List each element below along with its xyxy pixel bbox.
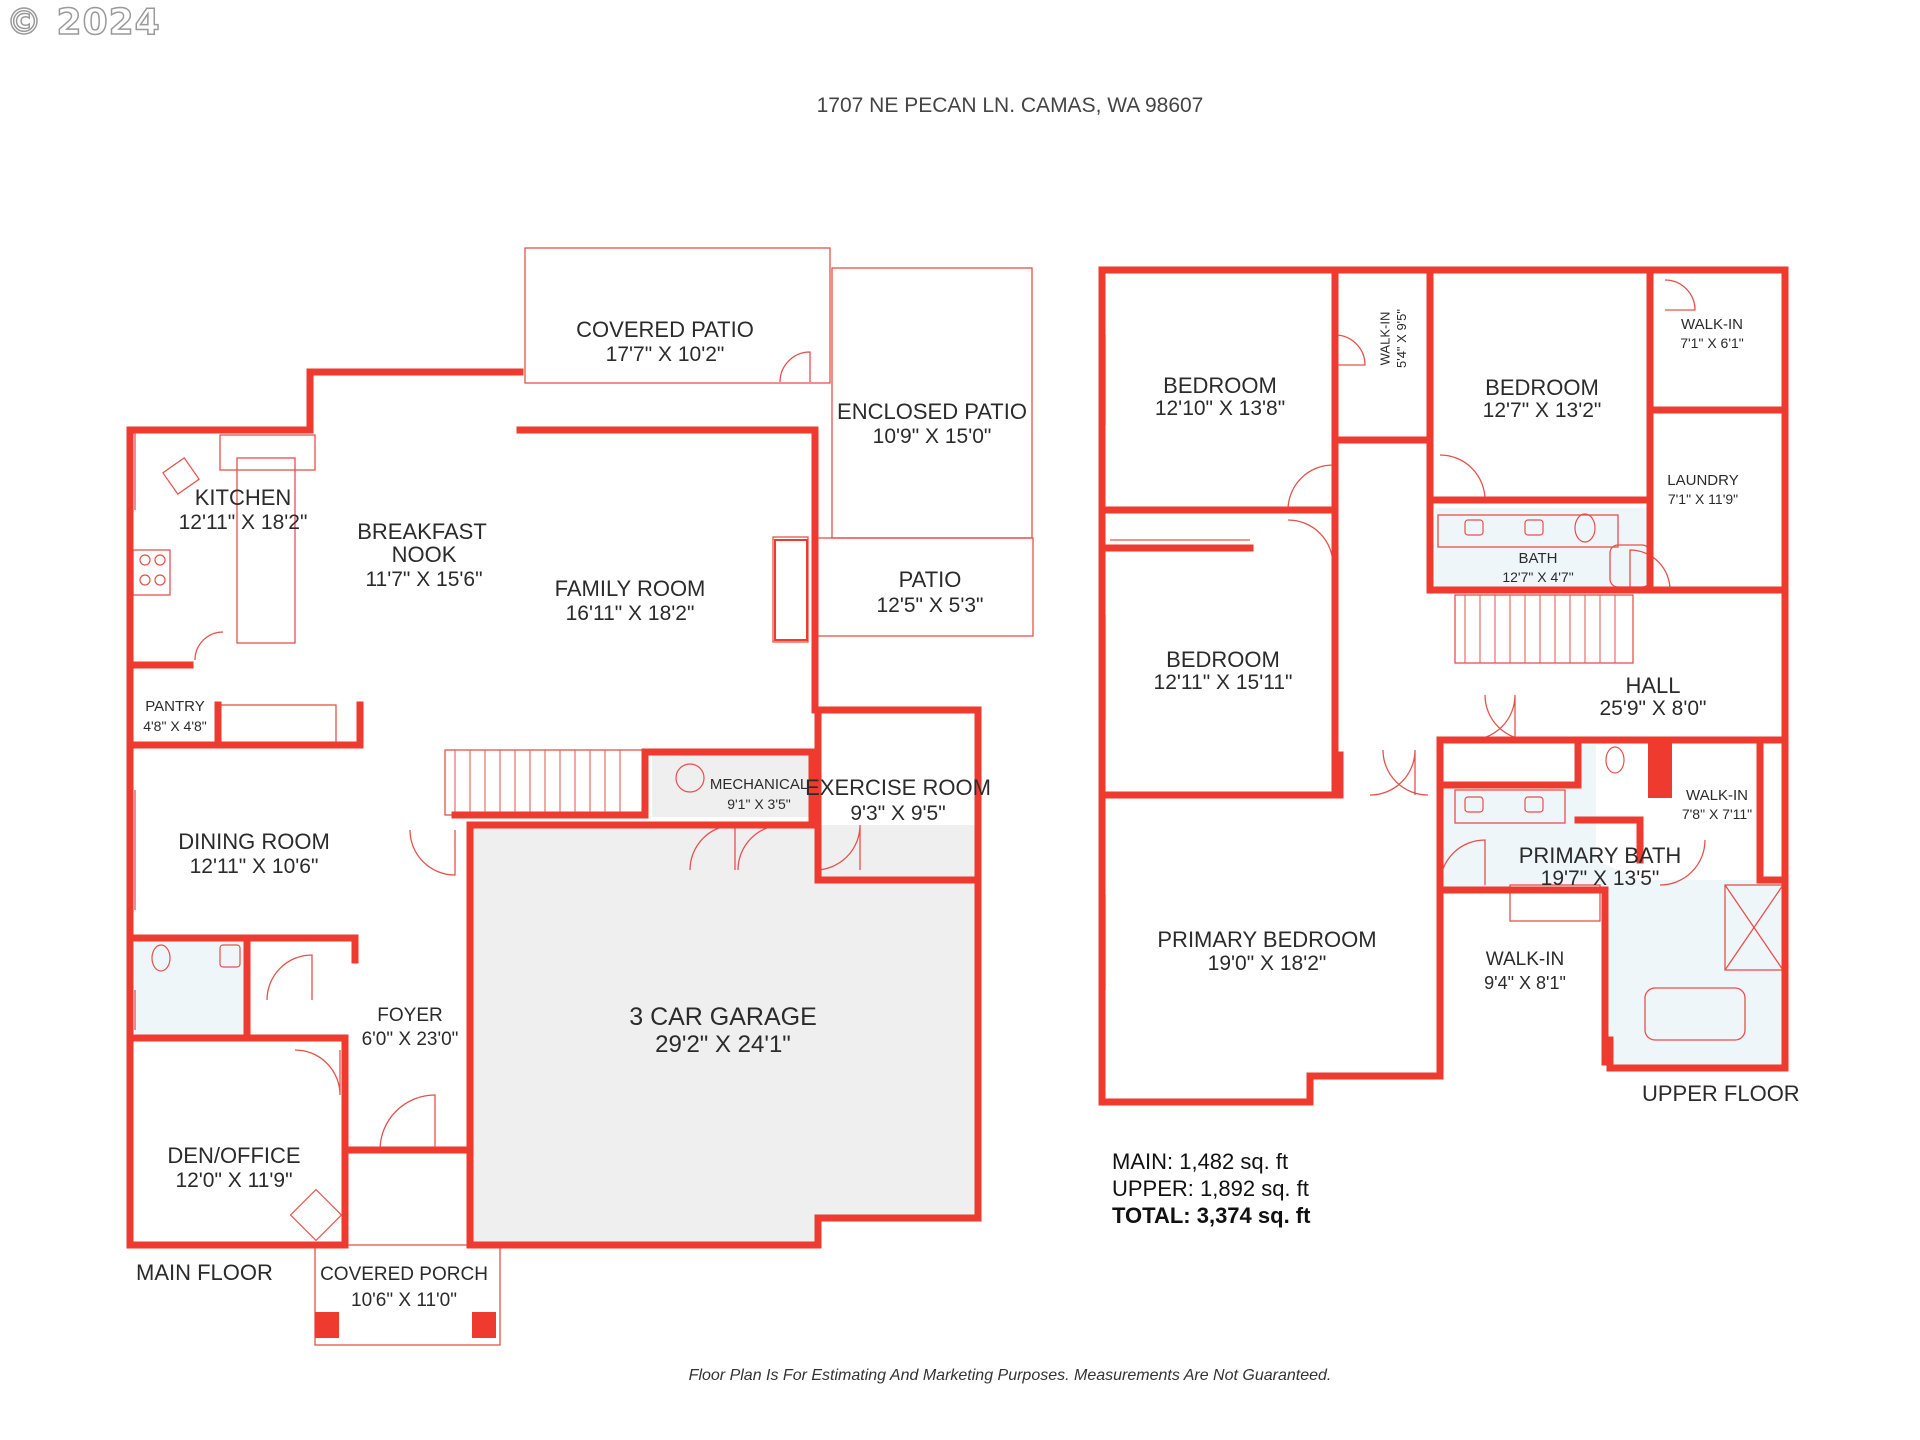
room-dims-walkin-2: 7'1" X 6'1": [1680, 335, 1744, 351]
room-dims-laundry: 7'1" X 11'9": [1667, 491, 1739, 507]
room-dims-bedroom-3: 12'11" X 15'11": [1153, 671, 1293, 694]
room-dims-primary-bedroom: 19'0" X 18'2": [1207, 952, 1327, 975]
garage-floor: [470, 825, 978, 1245]
room-dims-covered-porch: 10'6" X 11'0": [351, 1290, 457, 1311]
room-name-covered-porch: COVERED PORCH: [320, 1264, 488, 1285]
room-name-bedroom-1: BEDROOM: [1163, 373, 1277, 398]
room-name-bedroom-2: BEDROOM: [1485, 375, 1599, 400]
room-name-bedroom-3: BEDROOM: [1166, 647, 1280, 672]
room-dims-hall: 25'9" X 8'0": [1599, 697, 1707, 720]
room-dims-breakfast-nook: 11'7" X 15'6": [365, 568, 483, 591]
room-dims-family-room: 16'11" X 18'2": [565, 602, 695, 625]
room-name-laundry: LAUNDRY: [1667, 472, 1739, 489]
stove-icon: [139, 554, 166, 586]
room-name-walkin-1: WALK-IN: [1377, 311, 1393, 366]
copyright-mark: © 2024: [5, 1, 161, 44]
upper-floor-walls: [1098, 266, 1789, 1106]
property-address: 1707 NE PECAN LN. CAMAS, WA 98607: [816, 94, 1204, 117]
room-name-primary-bedroom: PRIMARY BEDROOM: [1157, 927, 1377, 952]
stair-treads: [454, 595, 1616, 815]
room-dims-covered-patio: 17'7" X 10'2": [605, 343, 725, 366]
disclaimer: Floor Plan Is For Estimating And Marketi…: [688, 1367, 1332, 1384]
room-name-breakfast-nook: BREAKFAST: [357, 519, 487, 544]
upper-floor-label: UPPER FLOOR: [1642, 1081, 1800, 1106]
room-name-dining-room: DINING ROOM: [178, 829, 330, 854]
room-dims-garage: 29'2" X 24'1": [655, 1031, 791, 1058]
room-name-walkin-2: WALK-IN: [1681, 316, 1743, 333]
room-name-breakfast-nook-line2: NOOK: [391, 542, 457, 567]
room-name-foyer: FOYER: [377, 1005, 443, 1026]
room-name-hall: HALL: [1625, 673, 1681, 698]
room-dims-bath: 12'7" X 4'7": [1502, 569, 1574, 585]
room-name-walkin-4: WALK-IN: [1485, 949, 1565, 970]
main-floor-walls: [126, 368, 982, 1338]
room-name-patio: PATIO: [898, 567, 962, 592]
room-name-enclosed-patio: ENCLOSED PATIO: [837, 399, 1027, 424]
room-dims-kitchen: 12'11" X 18'2": [178, 511, 308, 534]
room-name-den-office: DEN/OFFICE: [167, 1143, 301, 1168]
room-dims-walkin-4: 9'4" X 8'1": [1484, 973, 1566, 993]
main-floor-label: MAIN FLOOR: [136, 1260, 273, 1285]
room-dims-enclosed-patio: 10'9" X 15'0": [872, 425, 992, 448]
room-dims-walkin-3: 7'8" X 7'11": [1681, 806, 1753, 822]
sink-icons: [151, 457, 1625, 1242]
bath-fills: [135, 508, 1785, 1068]
room-name-mechanical: MECHANICAL: [709, 776, 809, 793]
upper-area: UPPER: 1,892 sq. ft: [1112, 1176, 1309, 1201]
room-name-exercise-room: EXERCISE ROOM: [805, 775, 991, 800]
main-area: MAIN: 1,482 sq. ft: [1112, 1149, 1289, 1174]
room-name-family-room: FAMILY ROOM: [554, 576, 706, 601]
room-name-walkin-3: WALK-IN: [1686, 787, 1748, 804]
total-area: TOTAL: 3,374 sq. ft: [1112, 1203, 1311, 1228]
room-name-garage: 3 CAR GARAGE: [629, 1003, 817, 1031]
room-dims-bedroom-1: 12'10" X 13'8": [1154, 397, 1286, 420]
room-dims-exercise-room: 9'3" X 9'5": [850, 802, 946, 825]
room-name-primary-bath: PRIMARY BATH: [1518, 843, 1682, 868]
room-dims-patio: 12'5" X 5'3": [876, 594, 984, 617]
room-name-bath: BATH: [1518, 550, 1558, 567]
room-dims-primary-bath: 19'7" X 13'5": [1540, 867, 1660, 890]
room-dims-foyer: 6'0" X 23'0": [361, 1029, 459, 1050]
room-dims-dining-room: 12'11" X 10'6": [189, 855, 319, 878]
room-dims-den-office: 12'0" X 11'9": [175, 1169, 293, 1192]
room-name-covered-patio: COVERED PATIO: [576, 317, 754, 342]
area-totals: MAIN: 1,482 sq. ft UPPER: 1,892 sq. ft T…: [1112, 1148, 1310, 1229]
room-dims-bedroom-2: 12'7" X 13'2": [1482, 399, 1602, 422]
room-name-pantry: PANTRY: [145, 698, 205, 715]
room-dims-walkin-1: 5'4" X 9'5": [1394, 308, 1410, 369]
room-name-kitchen: KITCHEN: [194, 485, 292, 510]
room-dims-mechanical: 9'1" X 3'5": [727, 796, 791, 812]
room-dims-pantry: 4'8" X 4'8": [143, 718, 207, 734]
